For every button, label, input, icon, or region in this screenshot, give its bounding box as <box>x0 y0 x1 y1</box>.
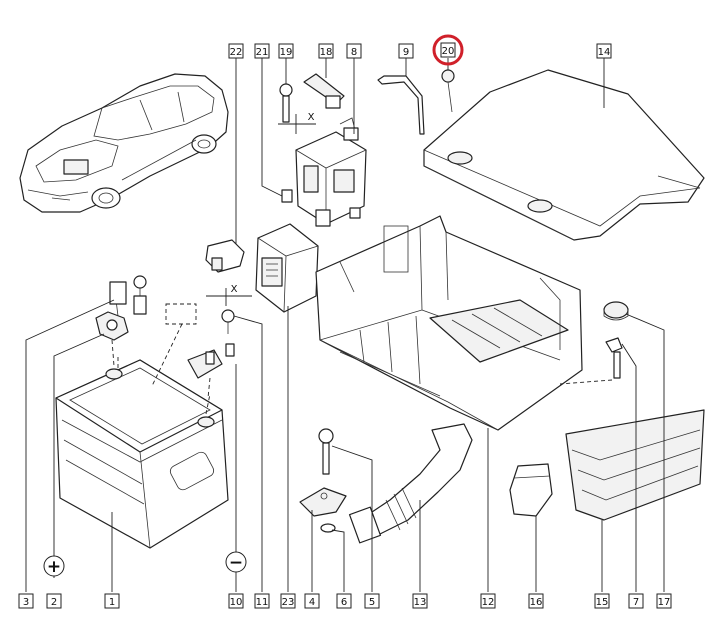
dashed-outline-part <box>151 303 197 387</box>
callout-20-highlighted: 20 <box>432 34 464 66</box>
callout-17: 17 <box>656 593 672 609</box>
car-illustration <box>19 73 229 213</box>
svg-text:18: 18 <box>320 47 333 58</box>
svg-text:+: + <box>47 557 61 577</box>
svg-text:11: 11 <box>256 597 269 608</box>
svg-text:20: 20 <box>442 46 455 57</box>
battery-tray <box>315 215 583 431</box>
bolt-7 <box>559 337 623 385</box>
callout-15: 15 <box>594 593 610 609</box>
bracket-4 <box>299 487 347 517</box>
svg-text:8: 8 <box>351 47 357 58</box>
svg-text:2: 2 <box>51 597 57 608</box>
callouts-bottom: 3 2 1 10 11 23 4 6 5 13 12 16 15 7 17 <box>18 593 672 609</box>
svg-text:23: 23 <box>282 597 295 608</box>
axis-label-x: X <box>308 112 315 123</box>
svg-text:9: 9 <box>403 47 409 58</box>
callout-3: 3 <box>18 593 34 609</box>
svg-text:13: 13 <box>414 597 427 608</box>
negative-symbol: − <box>225 551 247 573</box>
callout-19: 19 <box>278 43 294 59</box>
duct-piece <box>509 463 553 517</box>
callout-8: 8 <box>346 43 362 59</box>
callout-2: 2 <box>46 593 62 609</box>
callout-10: 10 <box>228 593 244 609</box>
negative-terminal-bracket <box>187 343 235 399</box>
washer-6 <box>320 523 336 533</box>
svg-text:14: 14 <box>598 47 611 58</box>
control-module <box>255 223 319 313</box>
svg-text:16: 16 <box>530 597 543 608</box>
callout-4: 4 <box>304 593 320 609</box>
callout-21: 21 <box>254 43 270 59</box>
axis-marker-x: X <box>278 112 316 134</box>
cable <box>377 75 425 135</box>
svg-text:15: 15 <box>596 597 609 608</box>
callout-13: 13 <box>412 593 428 609</box>
bolt-5 <box>318 428 334 475</box>
svg-text:−: − <box>229 553 243 573</box>
battery-cover <box>423 69 705 241</box>
svg-text:4: 4 <box>309 597 315 608</box>
lever-18 <box>303 73 345 109</box>
svg-text:6: 6 <box>341 597 347 608</box>
callout-5: 5 <box>364 593 380 609</box>
callout-1: 1 <box>104 593 120 609</box>
positive-terminal-clamp <box>95 275 147 367</box>
cover-screw-20 <box>441 69 455 83</box>
callout-16: 16 <box>528 593 544 609</box>
svg-text:3: 3 <box>23 597 29 608</box>
heat-shield <box>565 409 705 521</box>
fuse-box <box>295 117 367 227</box>
callout-6: 6 <box>336 593 352 609</box>
svg-text:10: 10 <box>230 597 243 608</box>
callout-23: 23 <box>280 593 296 609</box>
grommet <box>603 301 629 321</box>
positive-symbol: + <box>43 555 65 577</box>
axis-label-x-2: X <box>231 284 238 295</box>
callouts-top: 22 21 19 18 8 9 20 14 <box>228 34 612 66</box>
callout-7: 7 <box>628 593 644 609</box>
svg-text:12: 12 <box>482 597 495 608</box>
callout-11: 11 <box>254 593 270 609</box>
bolt-19 <box>279 83 293 123</box>
svg-text:21: 21 <box>256 47 269 58</box>
air-duct <box>348 423 473 544</box>
callout-12: 12 <box>480 593 496 609</box>
svg-text:22: 22 <box>230 47 243 58</box>
relay <box>205 239 246 323</box>
clip-21 <box>281 189 293 203</box>
battery <box>55 356 229 549</box>
leader-lines <box>25 58 665 592</box>
axis-marker-x2: X <box>206 284 252 297</box>
callout-18: 18 <box>318 43 334 59</box>
callout-22: 22 <box>228 43 244 59</box>
callout-9: 9 <box>398 43 414 59</box>
svg-text:7: 7 <box>633 597 639 608</box>
svg-text:1: 1 <box>109 597 115 608</box>
callout-14: 14 <box>596 43 612 59</box>
svg-text:5: 5 <box>369 597 375 608</box>
svg-text:17: 17 <box>658 597 671 608</box>
svg-text:19: 19 <box>280 47 293 58</box>
